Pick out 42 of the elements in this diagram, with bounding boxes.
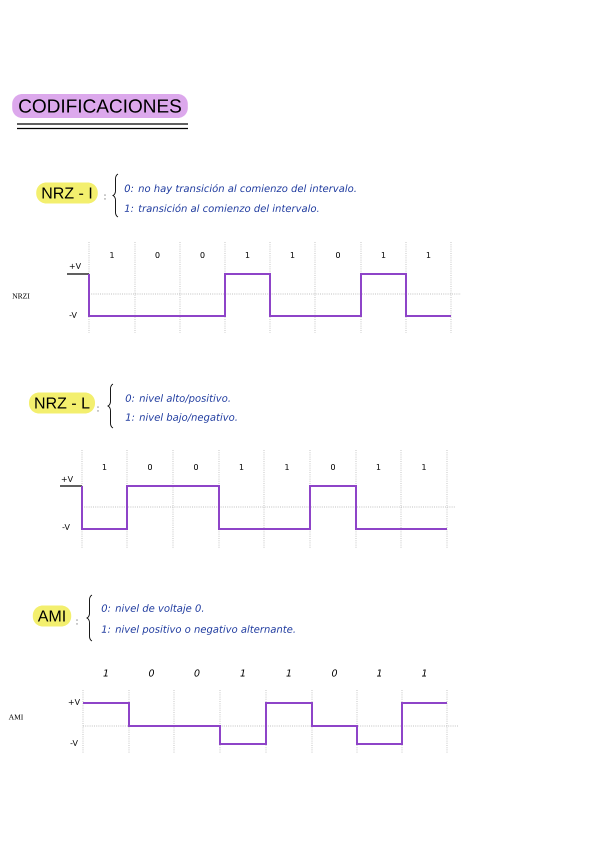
bit-label: 0 bbox=[148, 464, 152, 470]
bit-label: 0 bbox=[148, 669, 154, 677]
voltage-label: +V bbox=[70, 263, 82, 269]
voltage-label: -V bbox=[70, 740, 78, 746]
definition-text: 1: nivel positivo o negativo alternante. bbox=[102, 625, 295, 635]
highlighted-heading: NRZ - L bbox=[29, 392, 95, 414]
bit-label: 1 bbox=[376, 670, 382, 676]
heading: CODIFICACIONES bbox=[12, 94, 188, 118]
colon: : bbox=[104, 194, 106, 200]
bit-label: 1 bbox=[240, 670, 245, 676]
bit-label: 1 bbox=[286, 670, 291, 676]
colon: : bbox=[76, 620, 78, 624]
voltage-label: +V bbox=[68, 699, 80, 705]
bit-label: 1 bbox=[290, 252, 294, 258]
bit-label: 0 bbox=[336, 252, 340, 258]
bit-label: 1 bbox=[102, 464, 106, 470]
bit-label: 0 bbox=[155, 252, 160, 258]
definition-text: 1: nivel bajo/negativo. bbox=[126, 413, 237, 423]
bit-label: 0 bbox=[194, 464, 198, 470]
definition-text: 0: nivel alto/positivo. bbox=[126, 394, 230, 404]
bit-label: 1 bbox=[422, 670, 426, 676]
bit-label: 0 bbox=[330, 464, 336, 470]
definition-text: 0: nivel de voltaje 0. bbox=[102, 604, 204, 614]
definition-text: 1: transición al comienzo del intervalo. bbox=[124, 204, 318, 212]
bit-label: 1 bbox=[240, 464, 244, 470]
bit-label: 1 bbox=[422, 464, 426, 470]
bit-label: 0 bbox=[332, 669, 338, 677]
bit-label: 1 bbox=[382, 252, 386, 258]
bit-label: 0 bbox=[194, 669, 200, 677]
voltage-label: -V bbox=[62, 524, 70, 530]
highlighted-heading: AMI bbox=[32, 606, 72, 626]
highlighted-heading: NRZ - I bbox=[36, 182, 98, 204]
bit-label: 1 bbox=[285, 464, 289, 470]
bit-label: 1 bbox=[246, 252, 250, 258]
bit-label: 1 bbox=[426, 252, 430, 258]
definition-text: 0: no hay transición al comienzo del intervalo. bbox=[124, 184, 356, 194]
bit-label: 0 bbox=[200, 252, 205, 258]
bit-label: 1 bbox=[110, 252, 114, 258]
bit-label: 1 bbox=[376, 464, 380, 470]
bit-label: 1 bbox=[103, 670, 108, 676]
voltage-label: -V bbox=[69, 312, 77, 318]
voltage-label: +V bbox=[62, 476, 74, 482]
